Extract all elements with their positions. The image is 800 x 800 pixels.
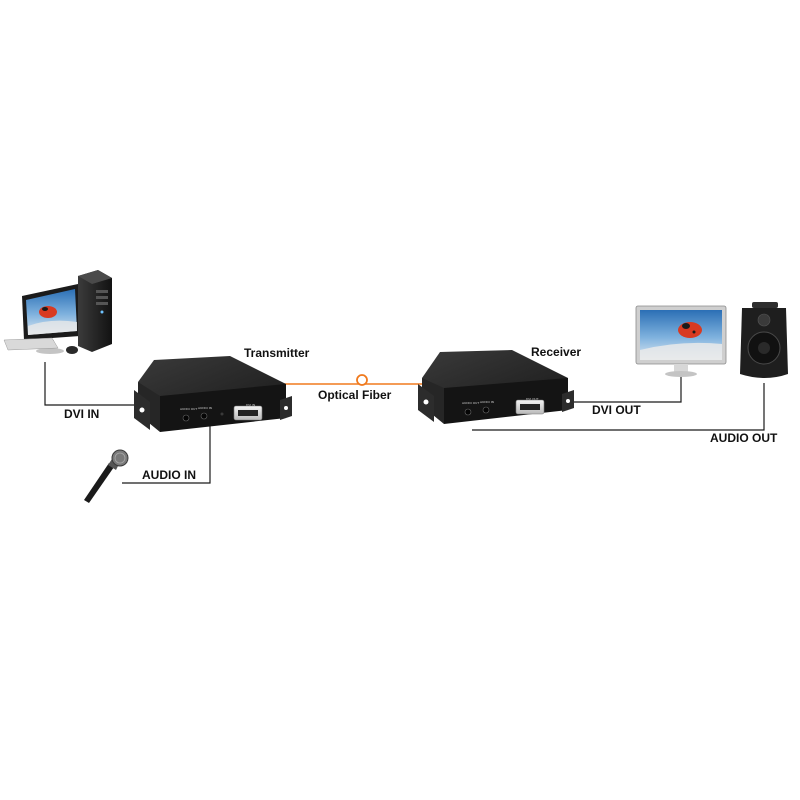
transmitter-label: Transmitter bbox=[244, 346, 310, 360]
monitor-icon bbox=[636, 306, 726, 377]
dvi-out-cable bbox=[570, 376, 681, 402]
dvi-in-cable bbox=[45, 362, 137, 405]
desktop-computer-icon bbox=[4, 270, 112, 354]
fiber-loop-icon bbox=[357, 375, 367, 385]
transmitter-device: AUDIO OUT AUDIO IN DVI IN bbox=[134, 356, 292, 432]
receiver-label: Receiver bbox=[531, 345, 581, 359]
audio-out-label: AUDIO OUT bbox=[710, 431, 778, 445]
rx-port-label-audio-in: AUDIO IN bbox=[480, 400, 494, 404]
receiver-device: AUDIO OUT AUDIO IN DVI OUT bbox=[418, 350, 574, 424]
rx-audio-out-port[interactable] bbox=[465, 409, 471, 415]
tx-led bbox=[221, 413, 224, 416]
tx-audio-out-port[interactable] bbox=[183, 415, 189, 421]
optical-fiber-label: Optical Fiber bbox=[318, 388, 392, 402]
tx-port-label-audio-out: AUDIO OUT bbox=[180, 407, 197, 411]
rx-port-label-audio-out: AUDIO OUT bbox=[462, 401, 479, 405]
dvi-in-label: DVI IN bbox=[64, 407, 99, 421]
tx-audio-in-port[interactable] bbox=[201, 413, 207, 419]
rx-audio-in-port[interactable] bbox=[483, 407, 489, 413]
microphone-icon bbox=[84, 450, 128, 503]
tx-port-label-audio-in: AUDIO IN bbox=[198, 406, 212, 410]
audio-in-label: AUDIO IN bbox=[142, 468, 196, 482]
dvi-out-label: DVI OUT bbox=[592, 403, 641, 417]
speaker-icon bbox=[740, 302, 788, 378]
